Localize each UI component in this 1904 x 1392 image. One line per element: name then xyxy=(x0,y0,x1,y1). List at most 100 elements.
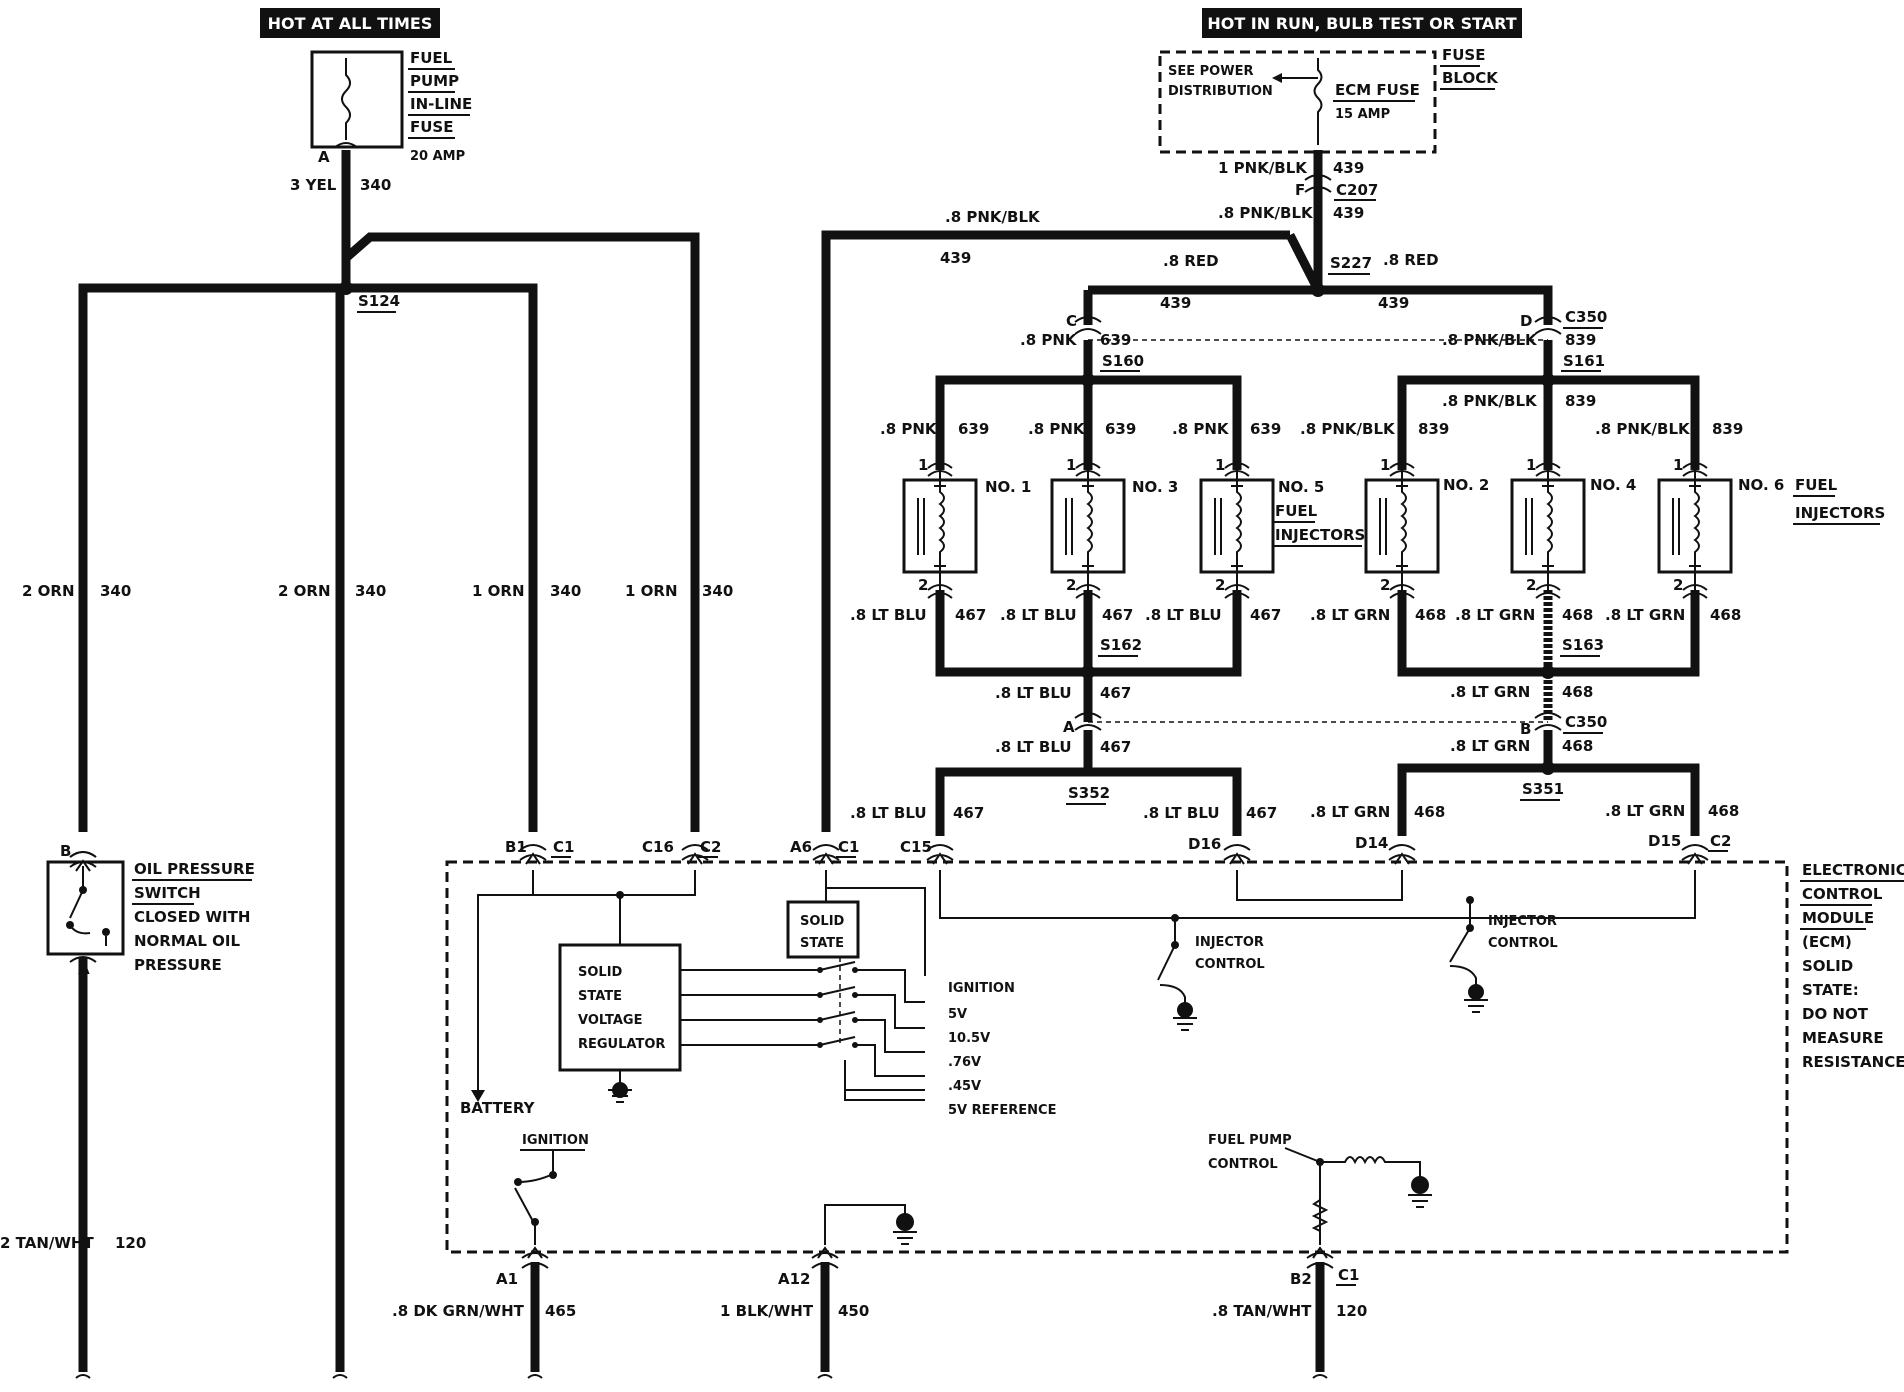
injector-pin-2: 2 xyxy=(1380,576,1390,594)
injector-pin-2: 2 xyxy=(918,576,928,594)
wire-450: 450 xyxy=(838,1302,869,1320)
fuse-pin-a: A xyxy=(318,148,330,166)
fuel-pump-fuse-box xyxy=(310,50,404,149)
pin-d15: D15 xyxy=(1648,832,1681,850)
fuse-label-2: PUMP xyxy=(410,72,459,90)
wire-8ltblu-d16: .8 LT BLU xyxy=(1143,804,1220,822)
wire-468-n: 468 xyxy=(1562,737,1593,755)
ecm-bottom-pins xyxy=(521,1246,1334,1372)
wire-8pnk-1: .8 PNK xyxy=(880,420,938,438)
wire-8dkgrnwht: .8 DK GRN/WHT xyxy=(392,1302,525,1320)
pin-connector xyxy=(926,844,954,865)
wire-340d: 340 xyxy=(550,582,581,600)
connector-c207: C207 xyxy=(1336,181,1378,199)
ecm-label-4: (ECM) xyxy=(1802,933,1852,951)
wire-8ltblu-3: .8 LT BLU xyxy=(1000,606,1077,624)
ecm-box xyxy=(445,860,1789,1254)
wire-8ltblu-n: .8 LT BLU xyxy=(995,738,1072,756)
fuel-label-b: FUEL xyxy=(1795,476,1838,494)
wire-8ltgrn-2: .8 LT GRN xyxy=(1310,606,1390,624)
wire-465: 465 xyxy=(545,1302,576,1320)
output-5v: 5V xyxy=(948,1007,967,1022)
ecm-label-5: SOLID xyxy=(1802,957,1853,975)
splice-s227: S227 xyxy=(1330,254,1372,272)
wire-839-2: 839 xyxy=(1418,420,1449,438)
pin-connector xyxy=(1223,844,1251,865)
wire-1blkwht: 1 BLK/WHT xyxy=(720,1302,814,1320)
connector-f: F xyxy=(1295,181,1305,199)
injector-pin-2: 2 xyxy=(1526,576,1536,594)
output-10-5v: 10.5V xyxy=(948,1031,990,1046)
wire-8ltgrn-m: .8 LT GRN xyxy=(1450,683,1530,701)
wire-467-d16: 467 xyxy=(1246,804,1277,822)
regulator-label-2: STATE xyxy=(578,989,622,1004)
fuse-label-3: IN-LINE xyxy=(410,95,472,113)
wire-340e: 340 xyxy=(702,582,733,600)
wire-8red-b: .8 RED xyxy=(1383,251,1439,269)
ignition-label: IGNITION xyxy=(522,1133,589,1148)
circuit-467 xyxy=(935,590,1242,722)
circuit-839 xyxy=(1397,340,1700,470)
see-power: SEE POWER xyxy=(1168,64,1253,79)
wire-8ltblu-m: .8 LT BLU xyxy=(995,684,1072,702)
pin-connector xyxy=(1681,844,1709,865)
wire-439b: 439 xyxy=(940,249,971,267)
oil-switch-label-2: SWITCH xyxy=(134,884,201,902)
injector-pin-2: 2 xyxy=(1673,576,1683,594)
wire-8pnkblk-d: .8 PNK/BLK xyxy=(1442,392,1538,410)
injector-no5-label: NO. 5 xyxy=(1278,478,1324,496)
output-45v: .45V xyxy=(948,1079,981,1094)
wire-2orn-b: 2 ORN xyxy=(278,582,331,600)
splice-s124: S124 xyxy=(358,292,400,310)
oil-switch-pin-a: A xyxy=(78,960,90,978)
wire-439c: 439 xyxy=(1333,204,1364,222)
oil-switch-label-4: NORMAL OIL xyxy=(134,932,241,950)
injector-no3-label: NO. 3 xyxy=(1132,478,1178,496)
fuse-block-label-2: BLOCK xyxy=(1442,69,1499,87)
wire-467-c15: 467 xyxy=(953,804,984,822)
pin-connector xyxy=(1388,844,1416,865)
circuit-439 xyxy=(821,150,1553,832)
injector-no4-label: NO. 4 xyxy=(1590,476,1636,494)
ecm-feeders xyxy=(935,730,1700,836)
connector-b: B xyxy=(1520,720,1531,738)
ecm-label-6: STATE: xyxy=(1802,981,1859,999)
wire-8pnkblk-a: .8 PNK/BLK xyxy=(945,208,1041,226)
wire-839-6: 839 xyxy=(1712,420,1743,438)
splice-s352: S352 xyxy=(1068,784,1110,802)
wire-8ltgrn-6: .8 LT GRN xyxy=(1605,606,1685,624)
connector-a-fuse xyxy=(333,142,359,149)
circuit-639 xyxy=(935,340,1242,470)
ecm-bottom-circuits xyxy=(514,1147,1432,1245)
oil-pressure-switch-box xyxy=(46,860,125,956)
injector-pin-1: 1 xyxy=(1526,456,1536,474)
connector-c: C xyxy=(1066,312,1077,330)
wire-839-b: 839 xyxy=(1565,392,1596,410)
fuse-block-label-1: FUSE xyxy=(1442,46,1485,64)
ecm-label-1: ELECTRONIC xyxy=(1802,861,1904,879)
wire-340b: 340 xyxy=(100,582,131,600)
pin-a12: A12 xyxy=(778,1270,810,1288)
wire-8ltgrn-4: .8 LT GRN xyxy=(1455,606,1535,624)
wire-1pnkblk: 1 PNK/BLK xyxy=(1218,159,1308,177)
connector-c350-b: C350 xyxy=(1565,713,1607,731)
wire-8ltblu-1: .8 LT BLU xyxy=(850,606,927,624)
circuit-340 xyxy=(78,150,700,1372)
wire-468-6: 468 xyxy=(1710,606,1741,624)
wire-8red-a: .8 RED xyxy=(1163,252,1219,270)
injector-pin-1: 1 xyxy=(1066,456,1076,474)
ecm-label-3: MODULE xyxy=(1802,909,1874,927)
fuse-rating: 20 AMP xyxy=(410,149,465,164)
pin-connector xyxy=(69,851,97,872)
injector-pin-2: 2 xyxy=(1215,576,1225,594)
pin-c1a: C1 xyxy=(553,838,574,856)
wire-tails xyxy=(75,1374,1328,1379)
wire-8pnkblk-b: .8 PNK/BLK xyxy=(1218,204,1314,222)
pin-d14: D14 xyxy=(1355,834,1388,852)
fuel-pump-fuse-element xyxy=(341,58,351,140)
wire-639-3: 639 xyxy=(1105,420,1136,438)
injectors-label-b: INJECTORS xyxy=(1795,504,1885,522)
ecm-injector-control xyxy=(939,870,1696,1031)
